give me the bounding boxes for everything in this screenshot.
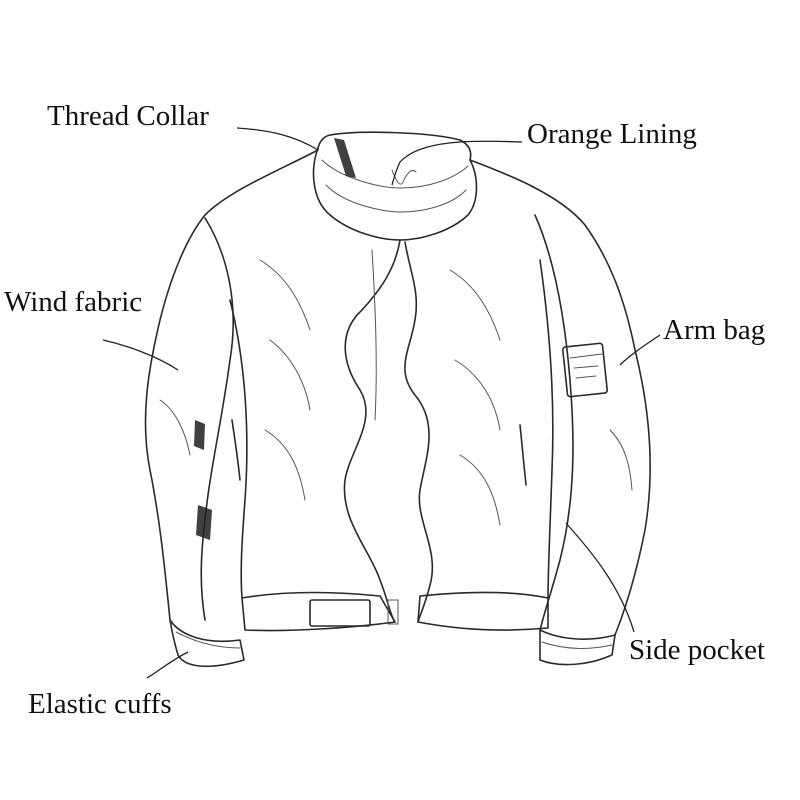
fabric-wrinkles [159,259,633,526]
arm-bag [561,342,609,398]
collar [312,131,478,241]
leader-wind-fabric [102,339,179,371]
hem-band [241,591,549,632]
leader-orange-lining [391,140,523,186]
label-arm-bag: Arm bag [663,314,766,346]
leader-thread-collar [236,127,319,151]
leader-arm-bag [619,334,661,366]
label-thread-collar: Thread Collar [47,100,209,132]
leader-lines [102,127,661,679]
side-pockets [194,419,527,540]
label-side-pocket: Side pocket [629,634,766,666]
leader-side-pocket [565,522,635,633]
label-orange-lining: Orange Lining [527,118,697,150]
label-elastic-cuffs: Elastic cuffs [28,688,172,720]
label-wind-fabric: Wind fabric [4,286,143,318]
left-cuff [169,619,245,668]
right-cuff [539,629,616,666]
jacket-body [144,149,652,636]
leader-elastic-cuffs [146,651,189,679]
